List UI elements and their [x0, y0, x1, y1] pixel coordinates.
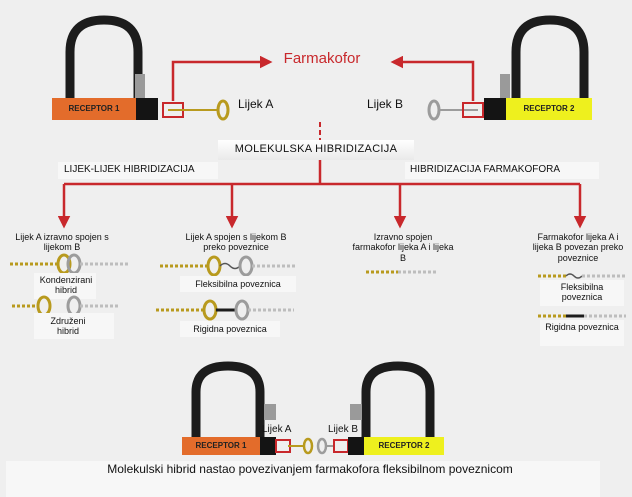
- receptor-1-label: RECEPTOR 1: [68, 104, 120, 113]
- key-a-bow: [216, 99, 230, 121]
- col1-item1: Kondenzirani hibrid: [39, 275, 93, 296]
- drug-b-label: Lijek B: [367, 97, 404, 111]
- top-key-b: [427, 99, 484, 121]
- col4-item2-band: [540, 320, 624, 346]
- title-band: [218, 140, 414, 160]
- bottom-receptor-1-label: RECEPTOR 1: [195, 441, 247, 450]
- col1-merged-hybrid-key: [12, 295, 120, 317]
- lock-shackle: [65, 15, 143, 102]
- bottom-lock-receptor-2: [348, 361, 444, 455]
- bottom-hybrid-key: [275, 437, 349, 455]
- pharmacophore-label: Farmakofor: [283, 50, 361, 67]
- col2-item2: Rigidna poveznica: [193, 324, 267, 334]
- receptor-2-body: [506, 98, 592, 120]
- top-lock-receptor-2: [484, 15, 592, 120]
- branch-right-label: HIBRIDIZACIJA FARMAKOFORA: [410, 164, 561, 175]
- caption-band: [6, 461, 600, 497]
- bottom-drug-a-label: Lijek A: [262, 424, 292, 435]
- receptor-2-label: RECEPTOR 2: [523, 104, 575, 113]
- col1-item1-band: [34, 273, 96, 299]
- branch-right-band: [405, 162, 599, 179]
- drug-a-label: Lijek A: [238, 97, 274, 111]
- col4-item1-band: [540, 280, 624, 306]
- arrow-pharmacophore-left: [171, 55, 273, 101]
- col1-heading: Lijek A izravno spojen s lijekom B: [15, 232, 109, 253]
- col2-rigid-linker-key: [156, 299, 294, 321]
- bottom-caption: Molekulski hibrid nastao povezivanjem fa…: [107, 462, 513, 476]
- col4-item1: Fleksibilna poveznica: [560, 282, 604, 303]
- pharmacophore-box-b: [462, 102, 484, 118]
- col2-item1: Fleksibilna poveznica: [195, 279, 281, 289]
- key-b-bow: [427, 99, 441, 121]
- col2-heading: Lijek A spojen s lijekom B preko povezni…: [185, 232, 287, 253]
- col4-item2: Rigidna poveznica: [545, 322, 619, 332]
- lock-cylinder: [135, 74, 145, 102]
- bottom-lock-receptor-1: [182, 361, 276, 455]
- col1-condensed-hybrid-key: [10, 253, 128, 275]
- center-title: MOLEKULSKA HIBRIDIZACIJA: [234, 143, 398, 155]
- arrow-pharmacophore-right: [390, 55, 475, 101]
- top-key-a: [162, 99, 230, 121]
- col1-item2: Združeni hibrid: [50, 316, 86, 337]
- branch-left-band: [58, 162, 218, 179]
- receptor-1-body: [52, 98, 136, 120]
- col3-heading: Izravno spojen farmakofor lijeka A i lij…: [352, 232, 454, 263]
- receptor-1-plug: [136, 98, 158, 120]
- lock-cylinder: [500, 74, 510, 102]
- col4-heading: Farmakofor lijeka A i lijeka B povezan p…: [532, 232, 624, 263]
- col1-item2-band: [34, 313, 114, 339]
- col2-flexible-linker-key: [160, 255, 296, 277]
- receptor-2-plug: [484, 98, 506, 120]
- branch-left-label: LIJEK-LIJEK HIBRIDIZACIJA: [64, 164, 195, 175]
- col4-flexible-key: [538, 273, 626, 279]
- top-lock-receptor-1: [52, 15, 158, 120]
- col2-item2-band: [180, 321, 280, 337]
- bottom-receptor-2-label: RECEPTOR 2: [378, 441, 430, 450]
- col2-item1-band: [180, 276, 296, 292]
- lock-shackle: [511, 15, 589, 102]
- bottom-drug-b-label: Lijek B: [328, 424, 359, 435]
